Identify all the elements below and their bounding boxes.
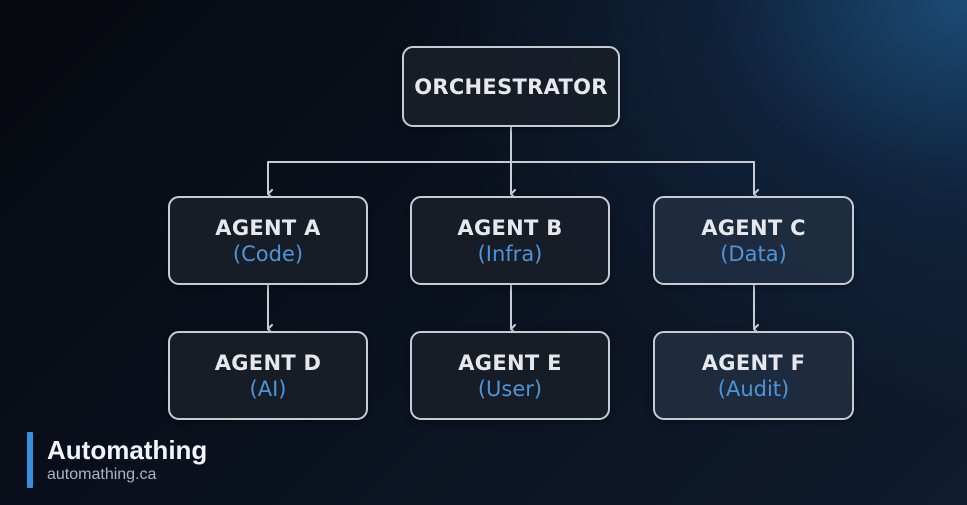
agent-e-title: AGENT E [458, 350, 562, 375]
agent-c-title: AGENT C [701, 215, 806, 240]
brand-name: Automathing [47, 435, 208, 465]
agent-e-node: AGENT E (User) [410, 331, 610, 420]
agent-a-node: AGENT A (Code) [168, 196, 368, 285]
agent-c-node: AGENT C (Data) [653, 196, 854, 285]
agent-d-node: AGENT D (AI) [168, 331, 368, 420]
agent-b-subtitle: (Infra) [477, 241, 543, 266]
brand-url: automathing.ca [47, 466, 157, 483]
agent-a-subtitle: (Code) [232, 241, 304, 266]
agent-b-title: AGENT B [457, 215, 563, 240]
agent-e-subtitle: (User) [477, 376, 543, 401]
orchestrator-node: ORCHESTRATOR [402, 46, 620, 127]
agent-d-title: AGENT D [214, 350, 322, 375]
brand-block: Automathing automathing.ca [27, 432, 207, 488]
orchestrator-title: ORCHESTRATOR [414, 74, 608, 99]
agent-d-subtitle: (AI) [249, 376, 287, 401]
agent-f-title: AGENT F [701, 350, 806, 375]
agent-b-node: AGENT B (Infra) [410, 196, 610, 285]
agent-a-title: AGENT A [215, 215, 321, 240]
brand-text: Automathing automathing.ca [47, 432, 207, 488]
agent-f-node: AGENT F (Audit) [653, 331, 854, 420]
agent-f-subtitle: (Audit) [717, 376, 790, 401]
brand-accent-bar [27, 432, 33, 488]
agent-c-subtitle: (Data) [720, 241, 787, 266]
